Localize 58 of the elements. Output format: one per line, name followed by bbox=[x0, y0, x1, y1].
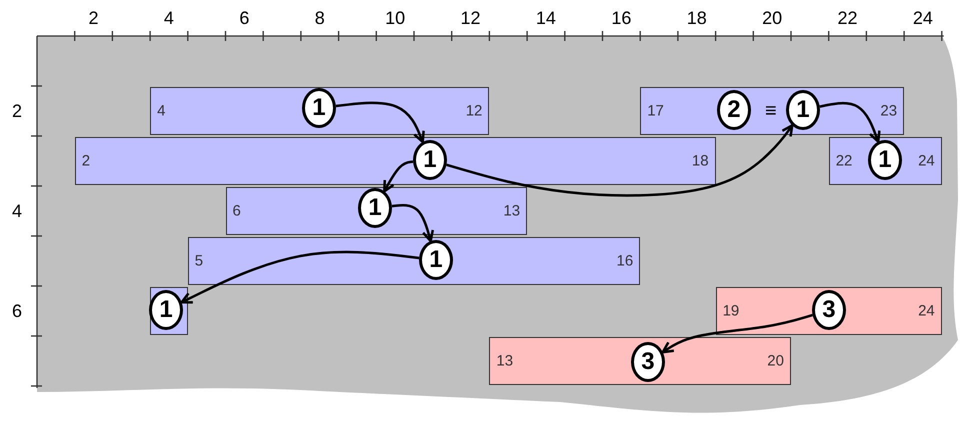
bar-label: 18 bbox=[692, 154, 709, 168]
arrow bbox=[446, 124, 794, 197]
bar-label: 12 bbox=[466, 104, 482, 118]
axis-label: 22 bbox=[838, 9, 858, 27]
step-marker: 3 bbox=[630, 342, 665, 382]
bar-label: 5 bbox=[194, 254, 204, 268]
axis-label: 16 bbox=[611, 9, 632, 27]
task-bar bbox=[640, 87, 904, 135]
axis-label: 12 bbox=[460, 9, 481, 27]
task-bar bbox=[150, 87, 490, 135]
step-marker: 1 bbox=[786, 90, 820, 130]
bar-label: 24 bbox=[918, 304, 935, 318]
bar-label: 13 bbox=[503, 204, 520, 218]
arrow bbox=[180, 250, 420, 304]
bar-label: 13 bbox=[496, 354, 514, 368]
task-bar bbox=[188, 237, 640, 285]
axis-label: 14 bbox=[536, 9, 556, 27]
step-marker: 1 bbox=[358, 188, 392, 228]
bar-label: 19 bbox=[722, 304, 740, 318]
step-marker: 1 bbox=[868, 140, 902, 180]
step-marker: 3 bbox=[812, 290, 846, 330]
axis-label: 8 bbox=[314, 9, 325, 27]
axis-label: 2 bbox=[88, 9, 99, 27]
bar-label: 23 bbox=[880, 104, 898, 118]
bar-label: 4 bbox=[157, 104, 166, 118]
equivalence-symbol: ≡ bbox=[764, 101, 777, 121]
axis-label: 6 bbox=[12, 302, 22, 320]
bar-label: 2 bbox=[82, 154, 90, 168]
axis-label: 10 bbox=[385, 9, 406, 27]
empty-bar bbox=[150, 287, 188, 335]
arrow bbox=[383, 160, 414, 192]
arrow bbox=[662, 314, 813, 354]
task-bar bbox=[489, 337, 791, 385]
task-bar bbox=[74, 137, 716, 185]
task-bar bbox=[828, 137, 942, 185]
arrow bbox=[820, 102, 881, 143]
step-marker: 1 bbox=[418, 240, 453, 280]
step-marker: 2 bbox=[716, 90, 751, 130]
step-marker: 1 bbox=[149, 290, 183, 330]
arrow bbox=[336, 102, 425, 144]
axis-label: 24 bbox=[912, 9, 933, 27]
task-bar bbox=[716, 287, 942, 335]
bar-label: 20 bbox=[767, 354, 784, 368]
axis-label: 4 bbox=[12, 202, 22, 220]
axis-label: 6 bbox=[239, 9, 250, 27]
axis-label: 2 bbox=[12, 102, 22, 120]
bar-label: 24 bbox=[918, 154, 935, 168]
arrow bbox=[392, 204, 434, 242]
bar-label: 6 bbox=[232, 204, 241, 218]
axis-label: 18 bbox=[686, 9, 707, 27]
bar-label: 22 bbox=[836, 154, 852, 168]
axis-label: 4 bbox=[164, 9, 174, 27]
step-marker: 1 bbox=[302, 88, 336, 128]
step-marker: 1 bbox=[412, 140, 447, 180]
bar-label: 17 bbox=[647, 104, 664, 118]
axis-label: 20 bbox=[762, 9, 782, 27]
bar-label: 16 bbox=[616, 254, 634, 268]
task-bar bbox=[226, 187, 528, 235]
